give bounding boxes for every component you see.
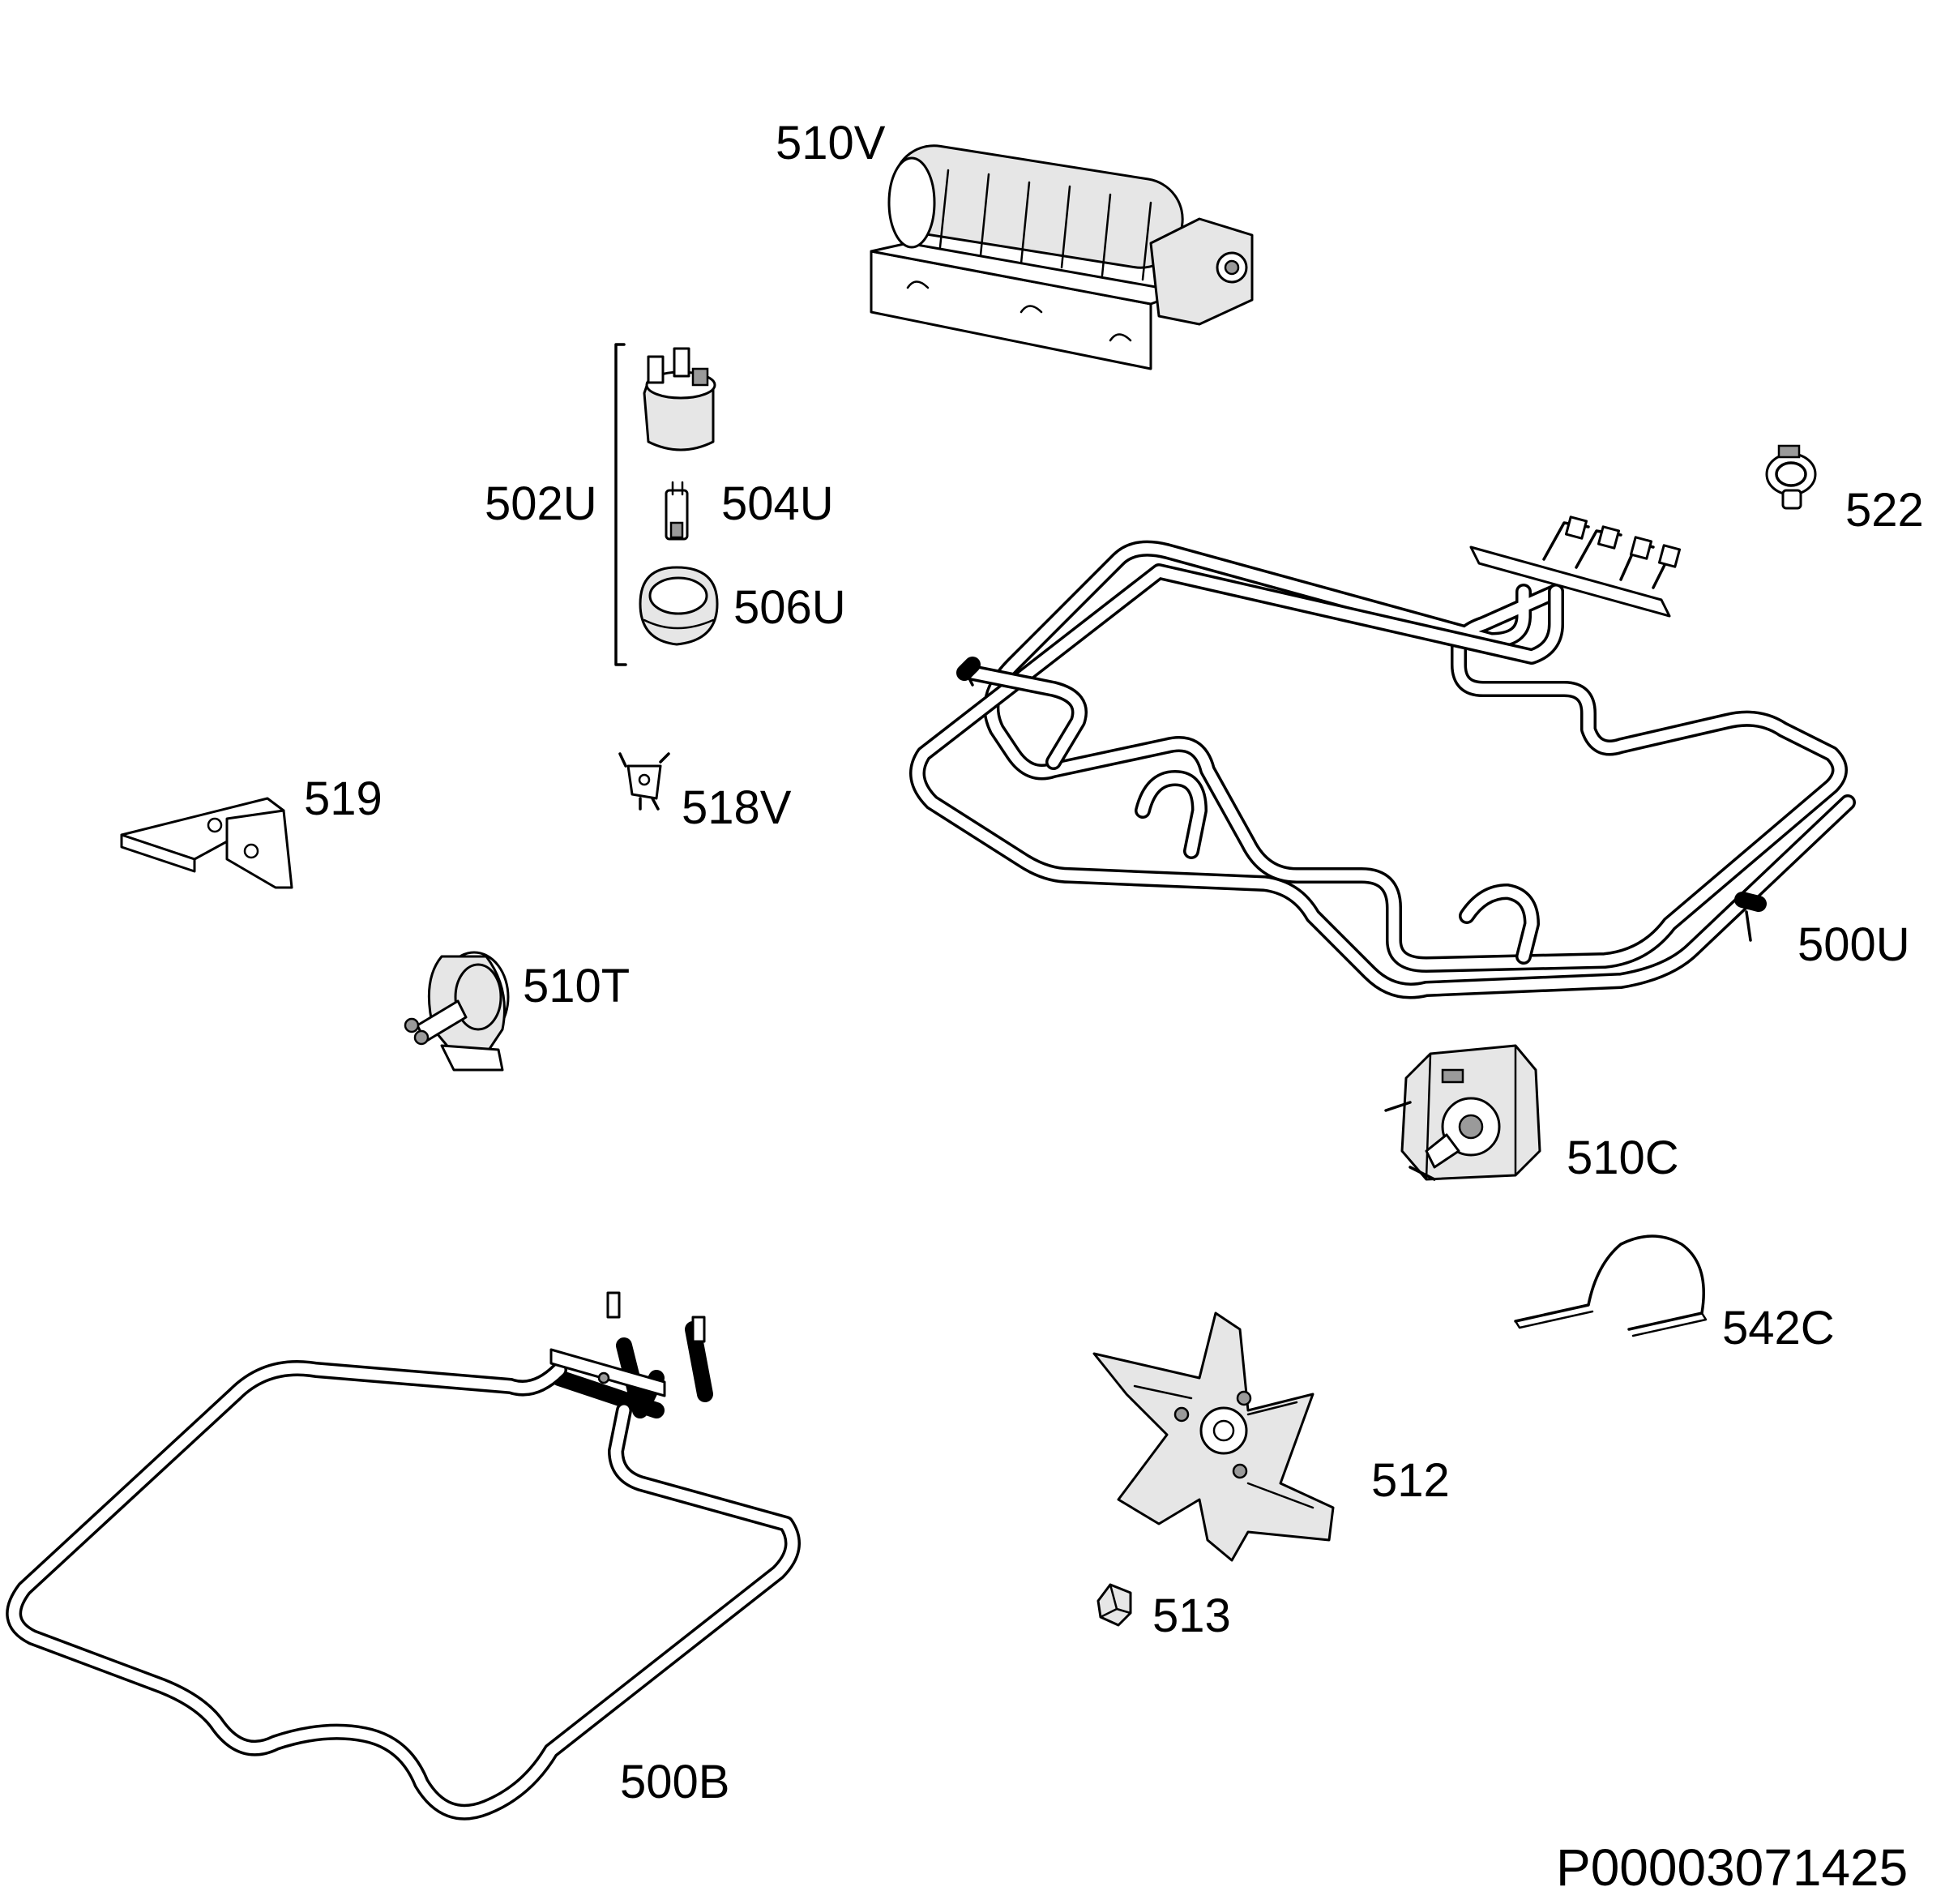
label-510t: 510T (523, 960, 631, 1012)
fan-blade-512 (1092, 1311, 1335, 1562)
label-506u: 506U (733, 581, 846, 634)
lower-heating-element-500b (6, 1291, 801, 1821)
label-513: 513 (1152, 1590, 1231, 1642)
label-500b: 500B (620, 1756, 730, 1808)
drawing-number: P00003071425 (1556, 1838, 1909, 1897)
label-502u: 502U (485, 477, 597, 530)
label-519: 519 (304, 772, 383, 825)
label-522: 522 (1845, 484, 1924, 537)
label-500u: 500U (1798, 918, 1910, 971)
lamp-holder-502u (643, 347, 716, 451)
label-512: 512 (1371, 1454, 1450, 1507)
lamp-504u (665, 481, 689, 541)
fan-motor-510c (1384, 1044, 1541, 1181)
spring-clip-542c (1514, 1234, 1708, 1337)
clamp-522 (1765, 444, 1817, 510)
bracket-519 (120, 797, 293, 889)
label-510v: 510V (776, 117, 886, 169)
label-518v: 518V (682, 781, 792, 834)
label-504u: 504U (721, 477, 834, 530)
label-542c: 542C (1722, 1302, 1835, 1354)
lamp-glass-506u (639, 566, 719, 646)
tangential-fan-510v (870, 144, 1254, 370)
upper-heating-element-500u (909, 516, 1856, 999)
group-bracket-502u (614, 343, 627, 666)
nut-513 (1096, 1583, 1132, 1627)
label-510c: 510C (1567, 1132, 1679, 1184)
motor-510t (404, 951, 510, 1072)
bracket-518v (618, 752, 670, 811)
